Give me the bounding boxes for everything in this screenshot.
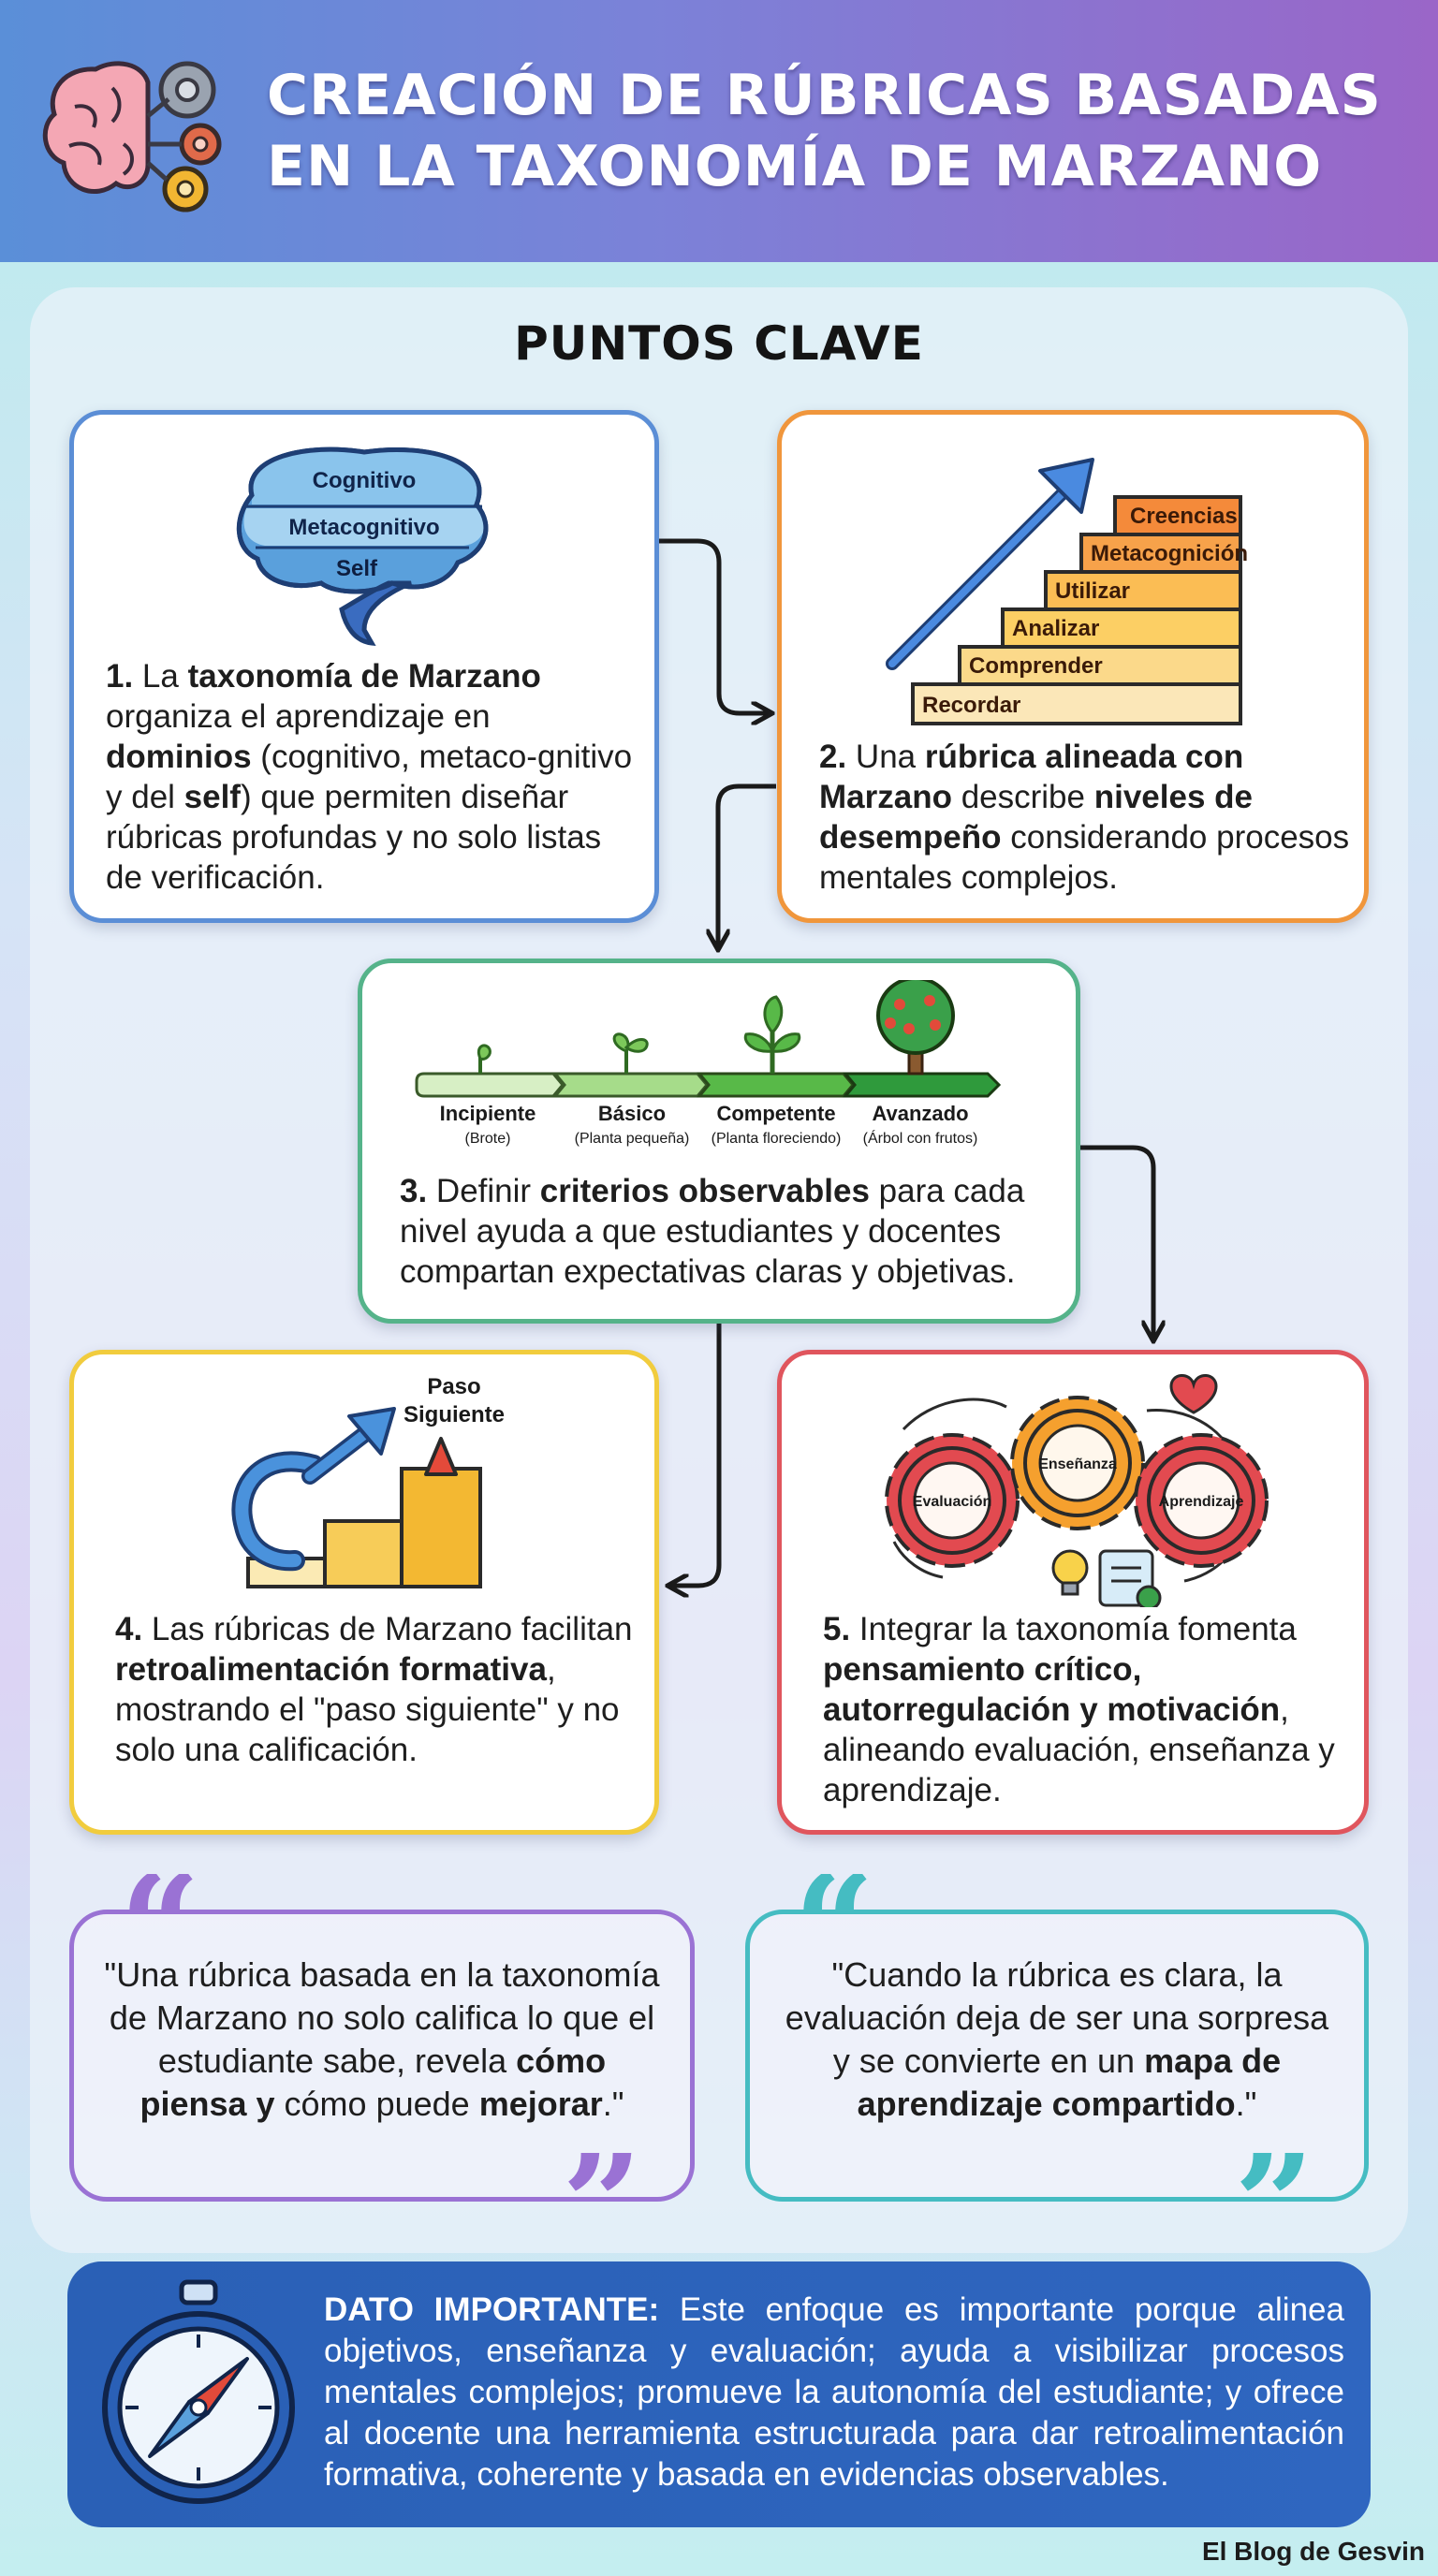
emphasis-text: taxonomía de Marzano: [187, 658, 541, 695]
emphasis-text: 2.: [819, 739, 856, 775]
body-text: cómo puede: [274, 2085, 479, 2123]
stage-name: Competente: [716, 1102, 835, 1125]
next-step-bars-icon: Paso Siguiente: [231, 1375, 505, 1588]
card-1-text: 1. La taxonomía de Marzano organiza el a…: [106, 656, 639, 898]
body-text: .": [602, 2085, 624, 2123]
brain-layer-label: Metacognitivo: [288, 515, 439, 540]
emphasis-text: 5.: [823, 1611, 859, 1647]
important-fact-box: DATO IMPORTANTE: Este enfoque es importa…: [67, 2261, 1371, 2527]
body-text: Las rúbricas de Marzano facilitan: [151, 1611, 633, 1647]
stair-label: Comprender: [969, 653, 1103, 679]
stage-note: (Brote): [465, 1131, 511, 1147]
brain-layers-icon: Cognitivo Metacognitivo Self: [237, 446, 489, 647]
emphasis-text: pensamiento crítico, autorregulación y m…: [823, 1651, 1281, 1728]
card-5-text: 5. Integrar la taxonomía fomenta pensami…: [823, 1609, 1366, 1810]
close-quote-icon: ”: [1234, 2153, 1314, 2232]
quote-2-text: "Cuando la rúbrica es clara, la evaluaci…: [778, 1954, 1336, 2126]
brain-layer-label: Self: [336, 556, 378, 581]
next-step-label: Siguiente: [404, 1402, 505, 1427]
body-text: "Una rúbrica basada en la taxonomía de M…: [104, 1955, 660, 2080]
body-text: considerando procesos mentales complejos…: [819, 819, 1350, 896]
body-text: , mostrando el "paso siguiente" y no sol…: [115, 1651, 620, 1768]
important-fact-label: DATO IMPORTANTE:: [324, 2291, 660, 2328]
key-point-card-4: Paso Siguiente 4. Las rúbricas de Marzan…: [69, 1350, 659, 1835]
card-2-text: 2. Una rúbrica alineada con Marzano desc…: [819, 737, 1353, 898]
important-fact-text: DATO IMPORTANTE: Este enfoque es importa…: [324, 2290, 1344, 2496]
gear-label: Evaluación: [913, 1494, 991, 1510]
emphasis-text: 4.: [115, 1611, 152, 1647]
compass-icon: [102, 2279, 295, 2504]
emphasis-text: mapa de aprendizaje compartido: [857, 2042, 1282, 2123]
brain-gears-icon: [42, 61, 222, 212]
body-text: , alineando evaluación, enseñanza y apre…: [823, 1691, 1335, 1808]
body-text: (cognitivo, metaco-gnitivo y del: [106, 739, 633, 815]
quote-card-1: "Una rúbrica basada en la taxonomía de M…: [69, 1910, 695, 2202]
body-text: La: [141, 658, 188, 695]
body-text: organiza el aprendizaje en: [106, 698, 491, 735]
key-point-card-2: Creencias Metacognición Utilizar Analiza…: [777, 410, 1369, 923]
emphasis-text: mejorar: [478, 2085, 603, 2123]
stair-label: Metacognición: [1091, 541, 1248, 566]
stage-note: (Planta floreciendo): [712, 1131, 842, 1147]
key-point-card-1: Cognitivo Metacognitivo Self 1. La taxon…: [69, 410, 659, 923]
header-banner: CREACIÓN DE RÚBRICAS BASADAS EN LA TAXON…: [0, 0, 1438, 262]
gear-label: Enseñanza: [1038, 1456, 1117, 1472]
brain-layer-label: Cognitivo: [313, 468, 417, 493]
stage-name: Incipiente: [440, 1102, 536, 1125]
key-point-card-5: Evaluación Enseñanza Aprendizaje 5. Inte…: [777, 1350, 1369, 1835]
stair-label: Utilizar: [1055, 578, 1130, 604]
emphasis-text: rúbrica alineada con Marzano: [819, 739, 1244, 815]
body-text: describe: [951, 779, 1094, 815]
card-3-text: 3. Definir criterios observables para ca…: [400, 1171, 1074, 1292]
emphasis-text: self: [183, 779, 241, 815]
title-line-2: EN LA TAXONOMÍA DE MARZANO: [267, 134, 1323, 199]
emphasis-text: dominios: [106, 739, 252, 775]
page-title: CREACIÓN DE RÚBRICAS BASADAS EN LA TAXON…: [267, 60, 1409, 202]
gears-cycle-icon: Evaluación Enseñanza Aprendizaje: [885, 1374, 1269, 1607]
key-point-card-3: Incipiente (Brote) Básico (Planta pequeñ…: [358, 959, 1080, 1324]
emphasis-text: criterios observables: [539, 1173, 870, 1209]
close-quote-icon: ”: [562, 2153, 642, 2232]
stair-label: Creencias: [1130, 504, 1238, 529]
staircase-arrow-icon: Creencias Metacognición Utilizar Analiza…: [886, 458, 1248, 725]
footer-credit: El Blog de Gesvin: [1201, 2537, 1425, 2566]
body-text: Definir: [435, 1173, 540, 1209]
emphasis-text: niveles de desempeño: [819, 779, 1253, 856]
body-text: Integrar la taxonomía fomenta: [858, 1611, 1297, 1647]
stage-name: Avanzado: [872, 1102, 968, 1125]
stage-note: (Planta pequeña): [575, 1131, 690, 1147]
important-fact-body: Este enfoque es importante porque alinea…: [324, 2291, 1344, 2493]
emphasis-text: 3.: [400, 1173, 436, 1209]
emphasis-text: retroalimentación formativa: [115, 1651, 547, 1688]
emphasis-text: cómo piensa y: [139, 2042, 607, 2123]
title-line-1: CREACIÓN DE RÚBRICAS BASADAS: [267, 63, 1382, 128]
next-step-label: Paso: [427, 1375, 480, 1399]
body-text: ) que permiten diseñar rúbricas profunda…: [106, 779, 602, 896]
section-title: PUNTOS CLAVE: [514, 316, 924, 371]
stair-label: Analizar: [1012, 616, 1099, 641]
quote-card-2: "Cuando la rúbrica es clara, la evaluaci…: [745, 1910, 1369, 2202]
body-text: para cada nivel ayuda a que estudiantes …: [400, 1173, 1025, 1290]
body-text: .": [1235, 2085, 1257, 2123]
stage-name: Básico: [598, 1102, 666, 1125]
body-text: Una: [855, 739, 925, 775]
emphasis-text: 1.: [106, 658, 142, 695]
body-text: "Cuando la rúbrica es clara, la evaluaci…: [785, 1955, 1329, 2080]
quote-1-text: "Una rúbrica basada en la taxonomía de M…: [102, 1954, 662, 2126]
stage-note: (Árbol con frutos): [863, 1129, 978, 1147]
stair-label: Recordar: [922, 693, 1020, 718]
growth-stages-icon: Incipiente (Brote) Básico (Planta pequeñ…: [415, 980, 1002, 1147]
card-4-text: 4. Las rúbricas de Marzano facilitan ret…: [115, 1609, 639, 1770]
gear-label: Aprendizaje: [1159, 1494, 1244, 1510]
